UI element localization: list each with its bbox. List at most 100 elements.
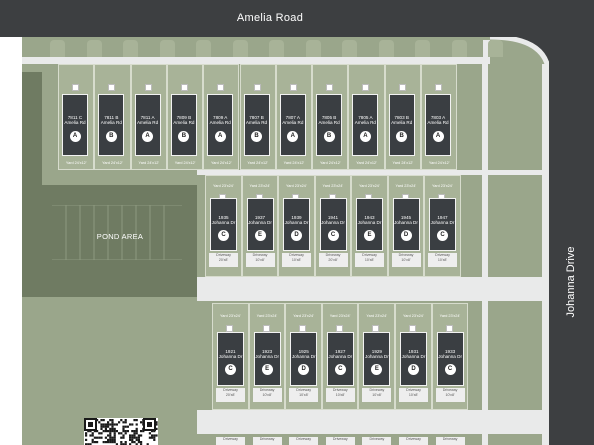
plan-badge: C bbox=[334, 363, 346, 375]
home-address: 1939 bbox=[291, 215, 302, 220]
plan-badge: A bbox=[69, 130, 81, 142]
home-address: 7805 A bbox=[358, 115, 373, 120]
yard-label: Yard 23'x24' bbox=[395, 184, 417, 188]
home-address: 7811 C bbox=[67, 115, 83, 120]
home-address: 1935 bbox=[218, 215, 229, 220]
vertical-walkway bbox=[482, 64, 488, 445]
plan-badge: E bbox=[364, 229, 375, 241]
home-street: Johanna Dr bbox=[291, 354, 316, 360]
johanna-drive bbox=[549, 0, 594, 445]
driveway-label: Driveway bbox=[332, 437, 348, 441]
driveway-row4: Driveway bbox=[289, 437, 319, 445]
driveway-label: Driveway bbox=[442, 388, 458, 392]
pond-area-label: POND AREA bbox=[96, 232, 144, 241]
entry-stub bbox=[253, 84, 261, 91]
yard-label: Yard 23'x24' bbox=[431, 184, 453, 188]
driveway-label: Driveway bbox=[442, 437, 458, 441]
curb-bump bbox=[269, 40, 284, 57]
home-street: Amelia Rd bbox=[136, 120, 159, 126]
driveway-label: Driveway bbox=[406, 388, 421, 392]
home-street: Amelia Rd bbox=[64, 120, 86, 126]
corner-sidewalk bbox=[483, 40, 490, 64]
curb-bump bbox=[232, 40, 248, 57]
driveway-size: 10'x8' bbox=[408, 392, 419, 397]
home-address: 1931 bbox=[408, 349, 419, 354]
entry-stub bbox=[299, 325, 307, 332]
driveway-size: 10'x8' bbox=[299, 392, 309, 397]
plan-badge: A bbox=[432, 130, 444, 142]
yard-label: Yard 24'x12' bbox=[174, 161, 196, 165]
entry-stub bbox=[226, 325, 233, 332]
driveway-label: Driveway bbox=[332, 388, 348, 392]
qr-code[interactable] bbox=[84, 418, 158, 445]
yard-label: Yard 24'x12' bbox=[392, 161, 414, 165]
driveway-size: 20'x8' bbox=[328, 257, 338, 262]
home-address: 7805 B bbox=[321, 115, 337, 120]
left-margin bbox=[0, 37, 22, 445]
home-address: 1921 bbox=[225, 349, 236, 354]
home-address: 7807 B bbox=[249, 115, 264, 120]
entry-stub bbox=[326, 84, 334, 91]
driveway-label: Driveway bbox=[252, 253, 268, 257]
driveway-label: Driveway bbox=[223, 388, 238, 392]
home-address: 1941 bbox=[327, 215, 339, 220]
curb-bump bbox=[378, 40, 394, 57]
driveway-label: Driveway bbox=[435, 253, 450, 257]
home-street: Johanna Dr bbox=[394, 220, 418, 226]
yard-label: Yard 24'x12' bbox=[283, 161, 305, 165]
plan-badge: A bbox=[287, 130, 299, 142]
driveway-size: 10'x8' bbox=[262, 392, 272, 397]
home-address: 1945 bbox=[400, 215, 412, 220]
curb-bump bbox=[159, 40, 175, 57]
driveway-label: Driveway bbox=[296, 437, 312, 441]
home-street: Amelia Rd bbox=[391, 120, 413, 126]
driveway-label: Driveway bbox=[369, 437, 385, 441]
home-address: 7809 A bbox=[213, 115, 228, 120]
driveway-size: 10'x8' bbox=[372, 392, 382, 397]
yard-label: Yard 24'x12' bbox=[65, 161, 87, 165]
home-address: 7811 A bbox=[140, 115, 155, 120]
yard-label: Yard 24'x12' bbox=[211, 161, 232, 165]
home-street: Johanna Dr bbox=[321, 220, 345, 226]
driveway-size: 20'x8' bbox=[225, 392, 236, 397]
plan-badge: D bbox=[408, 363, 419, 375]
yard-label: Yard 23'x24' bbox=[358, 184, 380, 188]
yard-label: Yard 24'x12' bbox=[428, 161, 450, 165]
home-street: Johanna Dr bbox=[248, 220, 272, 226]
curb-bump bbox=[86, 40, 102, 57]
plan-badge: E bbox=[261, 363, 273, 375]
amelia-road-label: Amelia Road bbox=[236, 12, 304, 24]
yard-label: Yard 23'x24' bbox=[329, 314, 351, 318]
home-address: 1927 bbox=[335, 349, 346, 354]
